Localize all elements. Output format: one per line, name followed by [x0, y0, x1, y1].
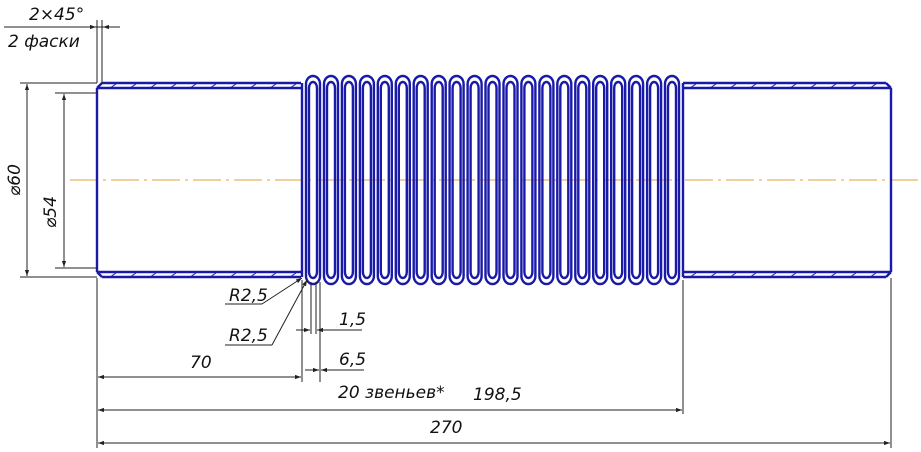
convolution-inner: [577, 80, 588, 280]
chamfer-count-label: 2 фаски: [8, 32, 80, 52]
convolution-inner: [666, 80, 678, 280]
links-count-label: 20 звеньев*: [338, 383, 445, 403]
convolution-inner: [559, 80, 570, 280]
length-270-dimension: 270: [98, 278, 892, 448]
length-198-dimension: 198,5: [98, 280, 684, 414]
chamfer-size-label: 2×45°: [29, 5, 84, 25]
convolution-outer: [430, 74, 447, 286]
convolution-outer: [484, 74, 501, 286]
convolution-outer: [502, 74, 519, 286]
pitch-label: 6,5: [339, 350, 366, 370]
convolution-inner: [451, 80, 462, 280]
convolution-outer: [538, 74, 555, 286]
chamfer-note: 2×45° 2 фаски: [4, 5, 120, 83]
convolution-outer: [627, 74, 645, 286]
length-270-label: 270: [430, 418, 462, 438]
bellows-corrugation: [300, 74, 685, 286]
convolution-outer: [574, 74, 591, 286]
inner-diameter-label: ⌀54: [41, 196, 61, 228]
convolution-inner: [469, 80, 480, 280]
convolution-inner: [433, 80, 444, 280]
radius-callouts: R2,5 R2,5: [225, 277, 308, 346]
convolution-outer: [358, 74, 376, 286]
right-pipe-section: [683, 81, 893, 279]
inner-diameter-dimension: ⌀54: [41, 92, 97, 269]
left-pipe-section: [95, 81, 301, 279]
wall-thickness-dimension: 1,5: [296, 282, 366, 334]
length-70-dimension: 70: [96, 278, 303, 448]
convolution-outer: [340, 74, 358, 286]
convolution-outer: [645, 74, 663, 286]
convolution-outer: [592, 74, 609, 286]
radius-label-2: R2,5: [229, 326, 268, 346]
convolution-inner: [487, 80, 498, 280]
convolution-inner: [325, 80, 337, 280]
convolution-inner: [361, 80, 373, 280]
convolution-outer: [394, 74, 411, 286]
convolution-outer: [412, 74, 429, 286]
convolution-inner: [415, 80, 426, 280]
length-70-label: 70: [190, 353, 212, 373]
convolution-inner: [343, 80, 355, 280]
convolution-inner: [595, 80, 606, 280]
convolution-outer: [663, 74, 681, 286]
convolution-outer: [322, 74, 340, 286]
convolution-inner: [648, 80, 660, 280]
outer-diameter-label: ⌀60: [5, 164, 25, 196]
wall-thickness-label: 1,5: [339, 310, 366, 330]
length-198-label: 198,5: [473, 385, 522, 405]
convolution-outer: [304, 74, 322, 286]
convolution-inner: [630, 80, 642, 280]
convolution-inner: [505, 80, 516, 280]
convolution-inner: [541, 80, 552, 280]
convolution-outer: [448, 74, 465, 286]
convolution-inner: [307, 80, 319, 280]
convolution-inner: [379, 80, 390, 280]
convolution-outer: [610, 74, 627, 286]
radius-label-1: R2,5: [229, 286, 268, 306]
convolution-outer: [520, 74, 537, 286]
convolution-outer: [376, 74, 393, 286]
convolution-inner: [523, 80, 534, 280]
convolution-inner: [397, 80, 408, 280]
outer-diameter-dimension: ⌀60: [5, 82, 97, 278]
convolution-outer: [466, 74, 483, 286]
convolution-outer: [556, 74, 573, 286]
pitch-dimension: 6,5 20 звеньев*: [305, 282, 445, 403]
convolution-inner: [613, 80, 624, 280]
